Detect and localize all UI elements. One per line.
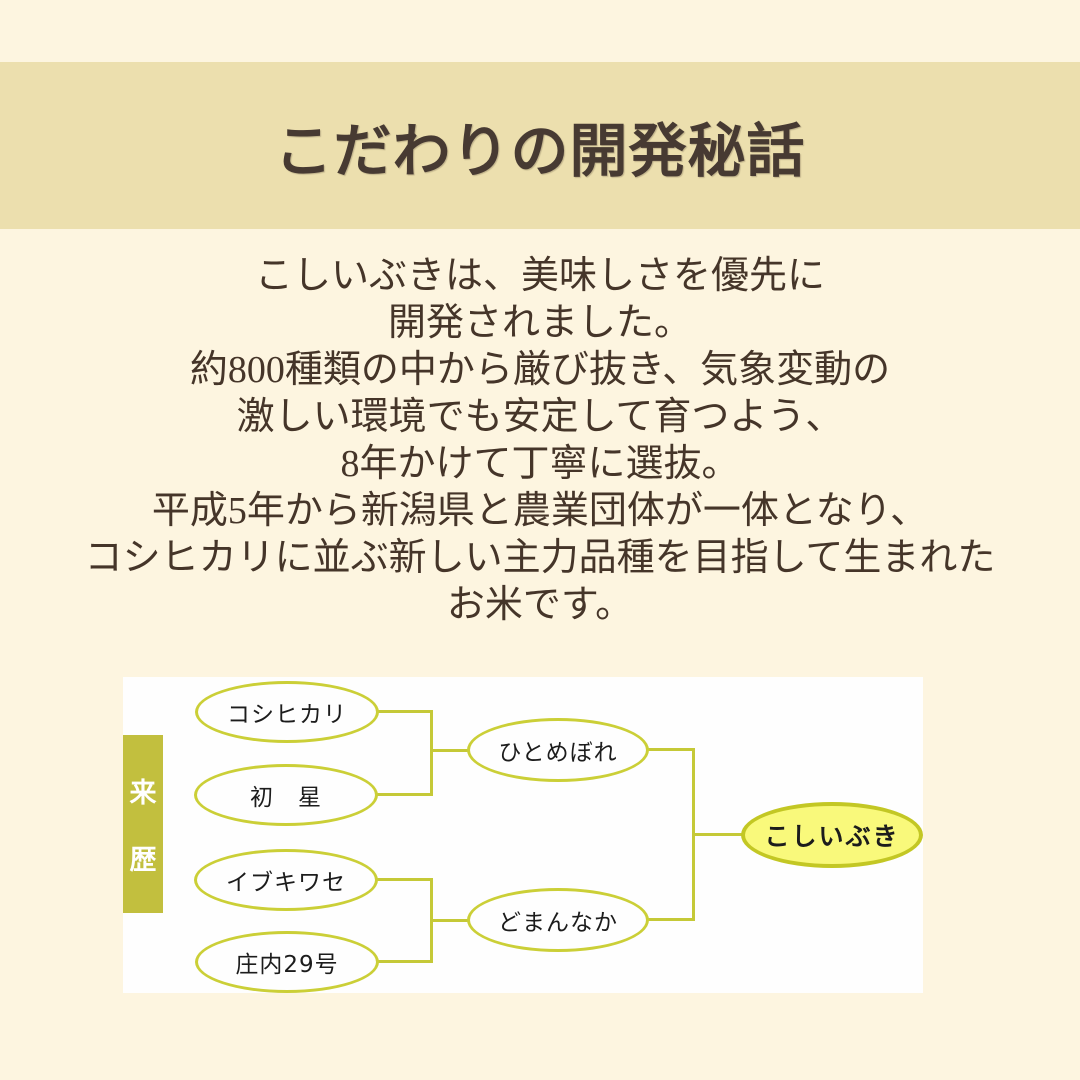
connector-to-hitomebore (430, 749, 468, 752)
pedigree-node-ibukiwase: イブキワセ (194, 849, 378, 911)
connector-to-koshiibuki (692, 833, 744, 836)
intro-line-2: 開発されました。 (387, 302, 692, 344)
page-title: こだわりの開発秘話 (274, 118, 806, 184)
node-label-hatsuboshi: 初 星 (250, 785, 322, 811)
connector-shonai29-arm (373, 960, 433, 963)
connector-bracket-top-left (430, 710, 433, 796)
pedigree-node-domannaka: どまんなか (467, 888, 649, 952)
history-label-char-2: 歴 (129, 845, 157, 876)
connector-koshihikari-arm (373, 710, 433, 713)
intro-line-5: 8年かけて丁寧に選抜。 (340, 443, 740, 485)
pedigree-node-koshihikari: コシヒカリ (195, 681, 379, 743)
connector-to-domannaka (430, 919, 468, 922)
intro-paragraph: こしいぶきは、美味しさを優先に 開発されました。 約800種類の中から厳び抜き、… (0, 253, 1080, 629)
node-label-hitomebore: ひとめぼれ (498, 740, 618, 766)
connector-hatsuboshi-arm (373, 793, 433, 796)
pedigree-diagram: 来 歴 コシヒカリ 初 星 イブキワセ 庄内29号 ひとめぼれ どま (123, 677, 923, 993)
intro-line-1: こしいぶきは、美味しさを優先に (254, 255, 825, 297)
node-label-koshihikari: コシヒカリ (227, 702, 347, 728)
connector-domannaka-arm (646, 918, 695, 921)
intro-line-6: 平成5年から新潟県と農業団体が一体となり、 (151, 490, 929, 532)
node-label-domannaka: どまんなか (498, 910, 618, 936)
intro-line-8: お米です。 (446, 584, 634, 626)
pedigree-node-koshiibuki: こしいぶき (741, 802, 923, 868)
pedigree-node-hitomebore: ひとめぼれ (467, 718, 649, 782)
node-label-ibukiwase: イブキワセ (226, 870, 346, 896)
connector-hitomebore-arm (646, 748, 695, 751)
node-label-koshiibuki: こしいぶき (764, 822, 900, 851)
pedigree-node-shonai-29: 庄内29号 (195, 931, 379, 993)
intro-line-3: 約800種類の中から厳び抜き、気象変動の (189, 349, 891, 391)
history-label-bar: 来 歴 (123, 735, 163, 913)
intro-line-7: コシヒカリに並ぶ新しい主力品種を目指して生まれた (84, 537, 996, 579)
header-band: こだわりの開発秘話 (0, 62, 1080, 229)
pedigree-node-hatsuboshi: 初 星 (194, 764, 378, 826)
history-label-char-1: 来 (129, 778, 157, 809)
node-label-shonai-29: 庄内29号 (235, 952, 339, 978)
intro-line-4: 激しい環境でも安定して育つよう、 (236, 396, 844, 438)
connector-ibukiwase-arm (373, 878, 433, 881)
